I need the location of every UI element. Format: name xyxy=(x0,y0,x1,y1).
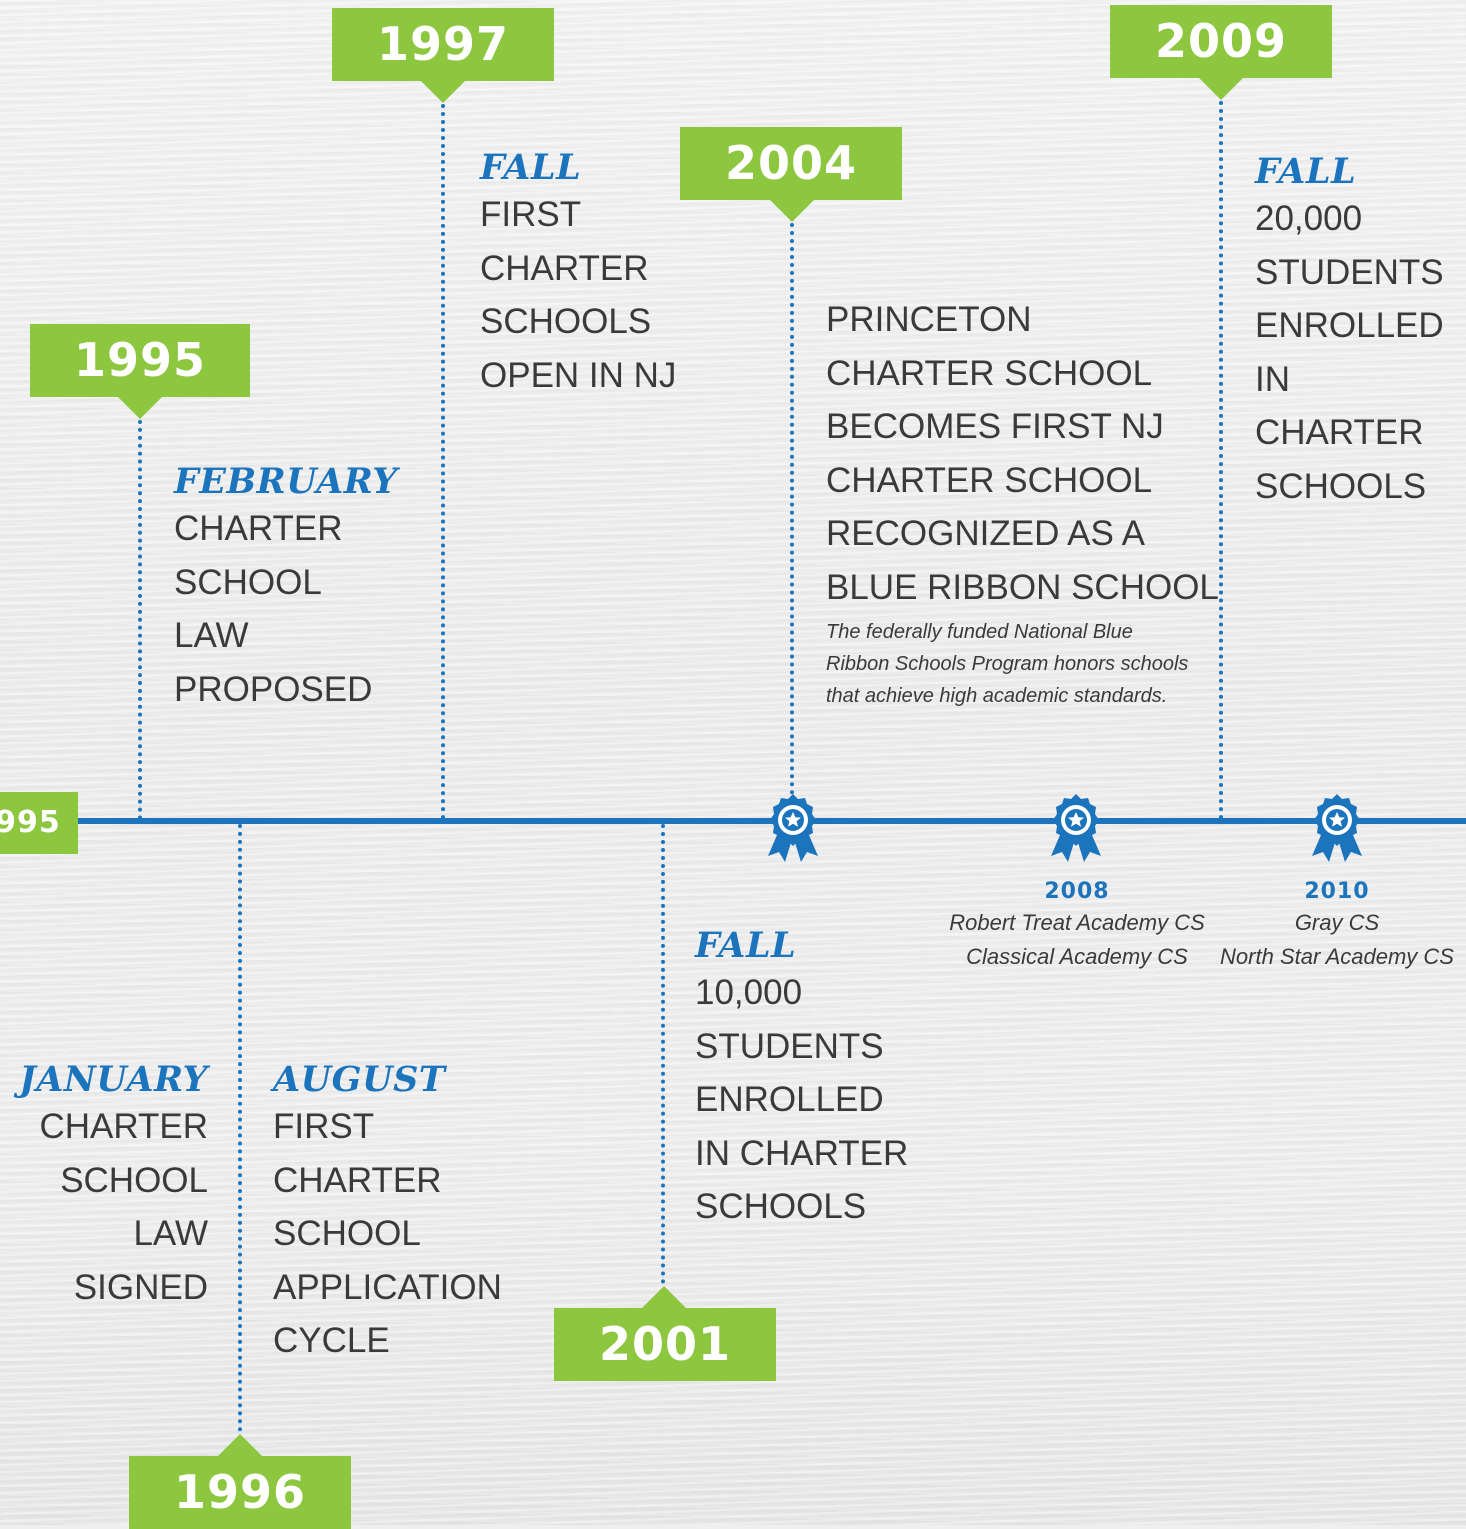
year-tag-1995: 1995 xyxy=(30,324,250,397)
timeline-start-label: 1995 xyxy=(0,804,61,840)
award-2008: 2008 Robert Treat Academy CS Classical A… xyxy=(946,878,1208,974)
year-tag-2001: 2001 xyxy=(554,1308,776,1381)
year-pointer xyxy=(1199,78,1243,100)
award-2010: 2010 Gray CS North Star Academy CS xyxy=(1216,878,1458,974)
event-text: 10,000 STUDENTS ENROLLED IN CHARTER SCHO… xyxy=(695,973,909,1226)
event-2004: PRINCETON CHARTER SCHOOL BECOMES FIRST N… xyxy=(826,293,1219,712)
award-school: Gray CS xyxy=(1294,910,1380,935)
connector-1996 xyxy=(238,824,242,1432)
connector-1995 xyxy=(138,420,142,820)
year-tag-1997: 1997 xyxy=(332,8,554,81)
year-tag-2009: 2009 xyxy=(1110,5,1332,78)
ribbon-award-icon xyxy=(1051,794,1101,862)
event-feb-1995: FEBRUARY CHARTER SCHOOL LAW PROPOSED xyxy=(174,462,398,716)
year-pointer xyxy=(118,397,162,419)
event-fall-2009: FALL 20,000 STUDENTS ENROLLED IN CHARTER… xyxy=(1255,152,1466,513)
year-tag-1996: 1996 xyxy=(129,1456,351,1529)
year-tag-2004: 2004 xyxy=(680,127,902,200)
event-month: FALL xyxy=(1255,151,1357,192)
event-month: AUGUST xyxy=(273,1059,446,1100)
year-label: 1996 xyxy=(173,1464,307,1519)
event-text: CHARTER SCHOOL LAW PROPOSED xyxy=(174,509,373,709)
event-jan-1996: JANUARY CHARTER SCHOOL LAW SIGNED xyxy=(0,1060,208,1314)
award-year: 2008 xyxy=(1044,879,1110,904)
year-label: 1997 xyxy=(376,16,510,71)
year-pointer xyxy=(642,1286,686,1308)
year-pointer xyxy=(421,81,465,103)
connector-2009 xyxy=(1219,101,1223,820)
award-year: 2010 xyxy=(1304,879,1370,904)
event-aug-1996: AUGUST FIRST CHARTER SCHOOL APPLICATION … xyxy=(273,1060,502,1368)
award-school: Classical Academy CS xyxy=(966,944,1188,969)
event-text: CHARTER SCHOOL LAW SIGNED xyxy=(39,1107,208,1307)
event-text: FIRST CHARTER SCHOOLS OPEN IN NJ xyxy=(480,195,677,395)
award-school: Robert Treat Academy CS xyxy=(949,910,1205,935)
event-text: FIRST CHARTER SCHOOL APPLICATION CYCLE xyxy=(273,1107,502,1360)
event-note: The federally funded National Blue Ribbo… xyxy=(826,621,1189,707)
event-text: PRINCETON CHARTER SCHOOL BECOMES FIRST N… xyxy=(826,300,1219,607)
timeline-start-tag: 1995 xyxy=(0,792,78,854)
event-month: FEBRUARY xyxy=(174,461,398,502)
year-pointer xyxy=(770,200,814,222)
year-label: 2001 xyxy=(598,1316,732,1371)
connector-2001 xyxy=(661,824,665,1284)
award-school: North Star Academy CS xyxy=(1220,944,1454,969)
connector-2004 xyxy=(790,223,794,795)
event-fall-2001: FALL 10,000 STUDENTS ENROLLED IN CHARTER… xyxy=(695,926,908,1234)
ribbon-award-icon xyxy=(1312,794,1362,862)
event-month: FALL xyxy=(480,147,582,188)
year-label: 2009 xyxy=(1154,13,1288,68)
timeline-axis xyxy=(0,818,1466,824)
event-month: FALL xyxy=(695,925,797,966)
year-label: 1995 xyxy=(73,332,207,387)
year-pointer xyxy=(218,1434,262,1456)
year-label: 2004 xyxy=(724,135,858,190)
ribbon-award-icon xyxy=(768,794,818,862)
event-fall-1997: FALL FIRST CHARTER SCHOOLS OPEN IN NJ xyxy=(480,148,676,402)
event-text: 20,000 STUDENTS ENROLLED IN CHARTER SCHO… xyxy=(1255,199,1444,506)
connector-1997 xyxy=(441,104,445,820)
event-month: JANUARY xyxy=(19,1059,208,1100)
